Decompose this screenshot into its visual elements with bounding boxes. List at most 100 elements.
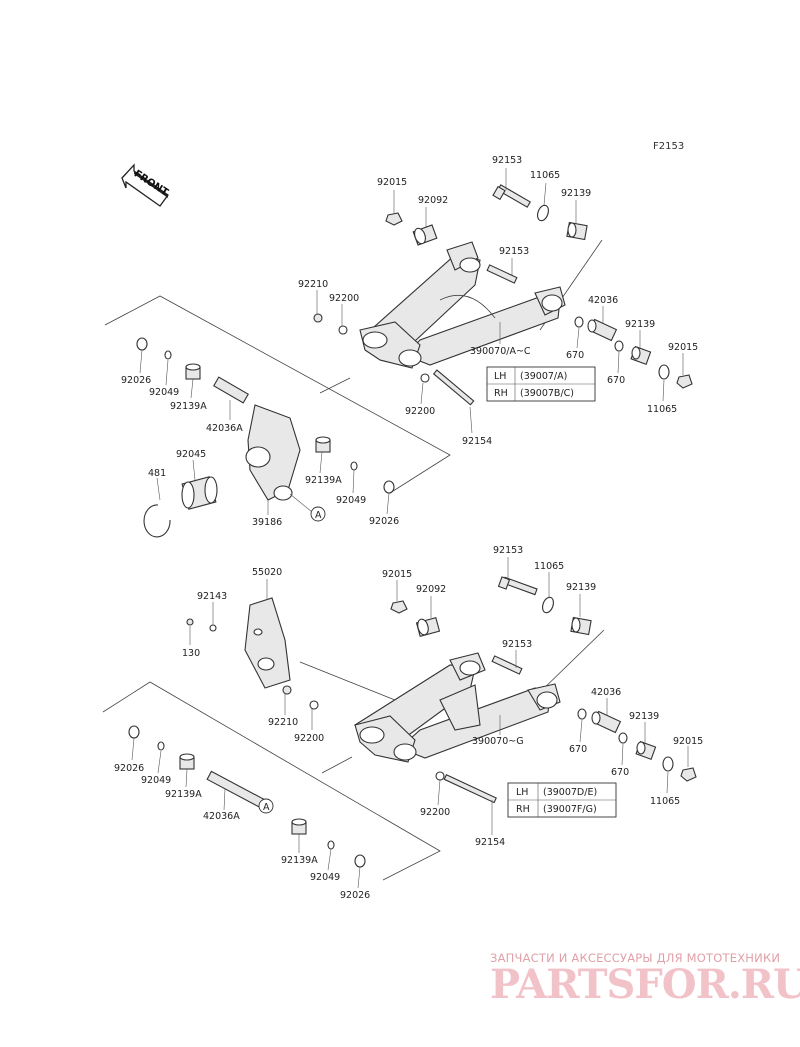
label-upper-92154: 92154 bbox=[462, 436, 492, 447]
seal-92026-lower-b bbox=[354, 854, 366, 868]
ref-marker-a-upper bbox=[310, 506, 326, 522]
upper-frame-left bbox=[104, 295, 451, 494]
label-lower-11065-right: 11065 bbox=[650, 796, 680, 807]
watermark-subtitle: ЗАПЧАСТИ И АКСЕССУАРЫ ДЛЯ МОТОТЕХНИКИ bbox=[490, 951, 780, 965]
bolt-130 bbox=[186, 618, 194, 626]
label-upper-92210: 92210 bbox=[298, 279, 328, 290]
bushing-92092-lower bbox=[415, 616, 441, 638]
washer-11065-upper-right bbox=[658, 364, 670, 380]
nut-92015-lower bbox=[390, 600, 408, 614]
collar-92139-lower-right bbox=[635, 740, 657, 761]
washer-92143 bbox=[209, 624, 217, 632]
label-upper-92200-b: 92200 bbox=[405, 406, 435, 417]
nut-92015-upper-right bbox=[676, 374, 693, 389]
bolt-92153-lower-mid bbox=[491, 655, 523, 675]
sleeve-42036-upper bbox=[587, 318, 618, 342]
nut-92015-upper bbox=[385, 212, 403, 226]
watermark: ЗАПЧАСТИ И АКСЕССУАРЫ ДЛЯ МОТОТЕХНИКИ PA… bbox=[490, 951, 800, 1008]
bushing-92092-upper bbox=[412, 224, 438, 246]
label-upper-92026-b: 92026 bbox=[369, 516, 399, 527]
diagram-code: F2153 bbox=[653, 141, 684, 152]
label-lower-92200: 92200 bbox=[294, 733, 324, 744]
lower-frame-right bbox=[535, 629, 605, 697]
upper-a-arm bbox=[359, 241, 566, 369]
table-lower-rh-label: RH bbox=[516, 804, 530, 815]
label-lower-11065-top: 11065 bbox=[534, 561, 564, 572]
bolt-92210-lower bbox=[282, 685, 292, 695]
seal-670-lower-a bbox=[577, 708, 587, 720]
upper-leaders bbox=[139, 168, 684, 515]
label-upper-39186: 39186 bbox=[252, 517, 282, 528]
seal-92026-lower bbox=[128, 725, 140, 739]
collar-92139-upper bbox=[566, 221, 588, 241]
ring-92049-upper-b bbox=[350, 461, 358, 471]
label-lower-arm-number: 390070~G bbox=[472, 736, 524, 747]
lower-variant-table: LH (39007D/E) RH (39007F/G) bbox=[507, 782, 617, 818]
label-lower-92049: 92049 bbox=[141, 775, 171, 786]
label-lower-92153-top: 92153 bbox=[493, 545, 523, 556]
collar-92139a-lower-b bbox=[291, 818, 307, 835]
label-upper-92139-top: 92139 bbox=[561, 188, 591, 199]
label-lower-92139a-b: 92139A bbox=[281, 855, 318, 866]
table-upper-lh-label: LH bbox=[494, 371, 506, 382]
collar-92139a-upper bbox=[185, 363, 201, 380]
bolt-92153-upper-mid bbox=[486, 264, 518, 284]
label-upper-11065-right: 11065 bbox=[647, 404, 677, 415]
upper-assembly: LH (39007/A) RH (39007B/C) 92153 11065 9… bbox=[104, 155, 698, 538]
table-upper-rh-value: (39007B/C) bbox=[520, 388, 574, 399]
upper-frame-link bbox=[319, 377, 351, 394]
sleeve-42036a-upper bbox=[213, 376, 249, 404]
bolt-92154-lower bbox=[435, 771, 497, 804]
label-upper-92049: 92049 bbox=[149, 387, 179, 398]
label-lower-92015-top: 92015 bbox=[382, 569, 412, 580]
table-upper-lh-value: (39007/A) bbox=[520, 371, 567, 382]
label-lower-92143: 92143 bbox=[197, 591, 227, 602]
label-upper-92153-top: 92153 bbox=[492, 155, 522, 166]
label-lower-92210: 92210 bbox=[268, 717, 298, 728]
label-upper-670-a: 670 bbox=[566, 350, 584, 361]
upper-variant-table: LH (39007/A) RH (39007B/C) bbox=[486, 366, 596, 402]
label-lower-92026: 92026 bbox=[114, 763, 144, 774]
sleeve-42036a-lower bbox=[206, 770, 266, 809]
ring-92049-lower-b bbox=[327, 840, 335, 850]
nut-92015-lower-right bbox=[680, 767, 697, 782]
label-upper-92026: 92026 bbox=[121, 375, 151, 386]
bolt-92153-lower bbox=[497, 576, 538, 596]
label-lower-92153-mid: 92153 bbox=[502, 639, 532, 650]
front-arrow-icon: FRONT bbox=[121, 163, 170, 207]
label-lower-130: 130 bbox=[182, 648, 200, 659]
label-upper-92049-b: 92049 bbox=[336, 495, 366, 506]
lower-frame-link bbox=[321, 756, 353, 774]
table-lower-rh-value: (39007F/G) bbox=[543, 804, 597, 815]
label-lower-92139-top: 92139 bbox=[566, 582, 596, 593]
ref-marker-a-lower bbox=[258, 798, 274, 814]
table-lower-lh-label: LH bbox=[516, 787, 528, 798]
knuckle-39186 bbox=[245, 404, 301, 501]
lower-leaders bbox=[131, 557, 689, 889]
label-upper-92092: 92092 bbox=[418, 195, 448, 206]
label-lower-670-b: 670 bbox=[611, 767, 629, 778]
lower-a-arm bbox=[354, 652, 561, 763]
washer-11065-upper bbox=[537, 204, 549, 222]
table-lower-lh-value: (39007D/E) bbox=[543, 787, 597, 798]
bolt-92154-upper bbox=[420, 369, 475, 406]
label-upper-670-b: 670 bbox=[607, 375, 625, 386]
label-lower-92092: 92092 bbox=[416, 584, 446, 595]
washer-11065-lower bbox=[542, 596, 554, 614]
bolt-92210-upper bbox=[313, 313, 323, 323]
collar-92139-lower bbox=[570, 616, 592, 636]
bearing-92045 bbox=[181, 476, 218, 510]
watermark-logo: PARTSFOR.RU bbox=[490, 961, 800, 1008]
label-upper-92139-right: 92139 bbox=[625, 319, 655, 330]
seal-92026-upper bbox=[136, 337, 148, 351]
ring-92049-upper bbox=[164, 350, 172, 360]
label-upper-arm-number: 390070/A~C bbox=[470, 346, 531, 357]
label-upper-11065-top: 11065 bbox=[530, 170, 560, 181]
lower-assembly: LH (39007D/E) RH (39007F/G) 92153 11065 … bbox=[102, 545, 703, 901]
label-lower-92049-b: 92049 bbox=[310, 872, 340, 883]
label-upper-92045: 92045 bbox=[176, 449, 206, 460]
seal-670-lower-b bbox=[618, 732, 628, 744]
washer-92200-upper bbox=[338, 325, 348, 335]
label-lower-92139-right: 92139 bbox=[629, 711, 659, 722]
